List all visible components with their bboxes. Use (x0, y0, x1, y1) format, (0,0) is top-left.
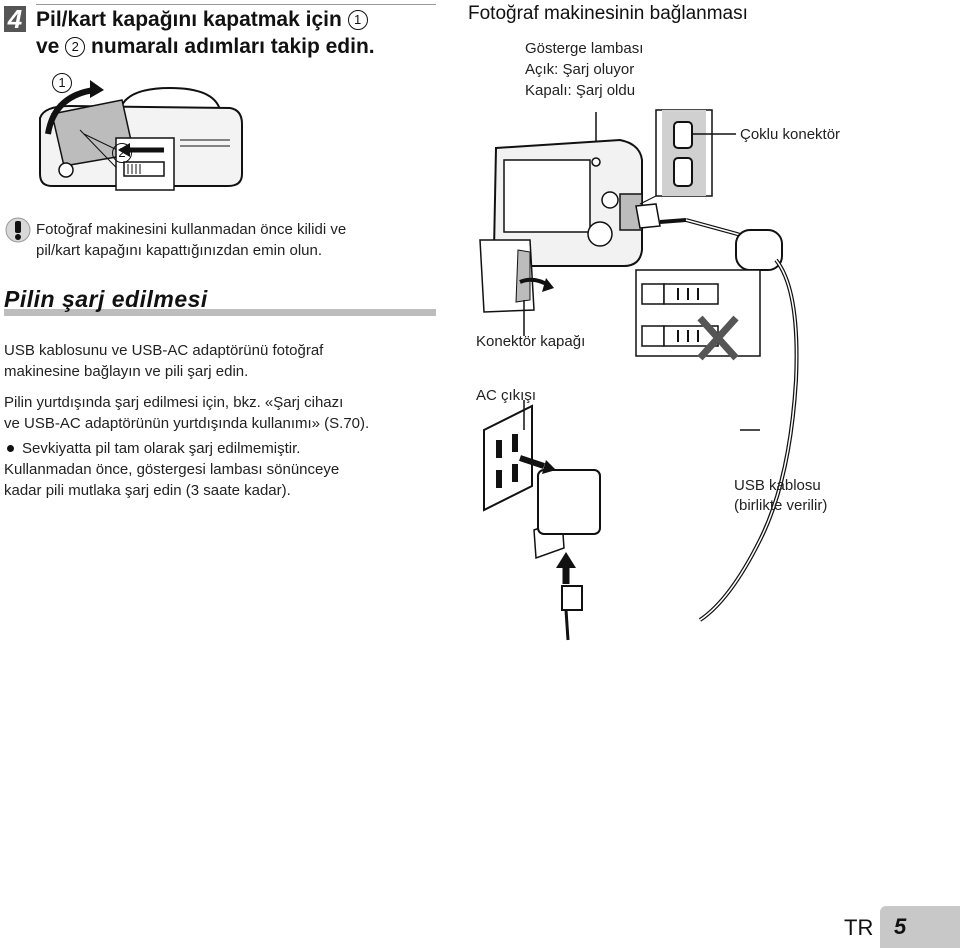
paragraph-connect-line1: USB kablosunu ve USB-AC adaptörünü fotoğ… (4, 342, 324, 359)
callout-2-number: 2 (112, 143, 132, 163)
connection-diagram (479, 109, 799, 641)
bullet-dot (7, 444, 14, 452)
section-title: Pilin şarj edilmesi (4, 286, 208, 312)
step-title-line2-prefix: ve (36, 35, 60, 58)
step-number: 4 (4, 6, 26, 32)
bullet-line1: Sevkiyatta pil tam olarak şarj edilmemiş… (22, 440, 301, 457)
connector-cover-label: Konektör kapağı (476, 333, 586, 350)
indicator-off: Kapalı: Şarj oldu (525, 82, 636, 99)
caution-icon (5, 217, 31, 243)
step-title-line1: Pil/kart kapağını kapatmak için (36, 8, 342, 31)
connection-title: Fotoğraf makinesinin bağlanması (468, 3, 748, 24)
step-title: Pil/kart kapağını kapatmak için 1 ve 2 n… (36, 6, 446, 60)
paragraph-connect-line2: makinesine bağlayın ve pili şarj edin. (4, 363, 249, 380)
bullet-line2: Kullanmadan önce, göstergesi lambası sön… (4, 461, 340, 478)
indicator-title: Gösterge lambası (525, 40, 644, 57)
callout-1-number: 1 (52, 73, 72, 93)
caution-line-2: pil/kart kapağını kapattığınızdan emin o… (36, 242, 323, 259)
paragraph-connect: USB kablosunu ve USB-AC adaptörünü fotoğ… (4, 340, 444, 382)
usb-cable-line2: (birlikte verilir) (734, 497, 828, 514)
callout-1: 1 (52, 73, 72, 94)
ac-outlet-label: AC çıkışı (476, 387, 537, 404)
section-underline (4, 309, 436, 316)
usb-cable-label: USB kablosu (birlikte verilir) (734, 476, 827, 516)
language-label: TR (844, 915, 874, 940)
circle-number-2: 2 (65, 37, 86, 57)
top-divider (36, 4, 436, 5)
indicator-legend: Gösterge lambası Açık: Şarj oluyor Kapal… (525, 38, 643, 101)
bullet-line3: kadar pili mutlaka şarj edin (3 saate ka… (4, 482, 291, 499)
paragraph-abroad-line2: ve USB-AC adaptörünün yurtdışında kullan… (4, 415, 370, 432)
caution-text: Fotoğraf makinesini kullanmadan önce kil… (36, 219, 436, 261)
paragraph-abroad-line1: Pilin yurtdışında şarj edilmesi için, bk… (4, 394, 344, 411)
caution-line-1: Fotoğraf makinesini kullanmadan önce kil… (36, 221, 347, 238)
page-number: 5 (880, 906, 960, 948)
step-title-line2-suffix: numaralı adımları takip edin. (91, 35, 375, 58)
paragraph-abroad: Pilin yurtdışında şarj edilmesi için, bk… (4, 392, 444, 434)
circle-number-1: 1 (347, 10, 368, 30)
indicator-on: Açık: Şarj oluyor (525, 61, 635, 78)
multi-connector-label: Çoklu konektör (740, 126, 841, 143)
usb-cable-line1: USB kablosu (734, 477, 821, 494)
callout-2: 2 (112, 143, 132, 164)
bullet-note: Sevkiyatta pil tam olarak şarj edilmemiş… (4, 438, 444, 501)
battery-cover-illustration (39, 80, 243, 191)
